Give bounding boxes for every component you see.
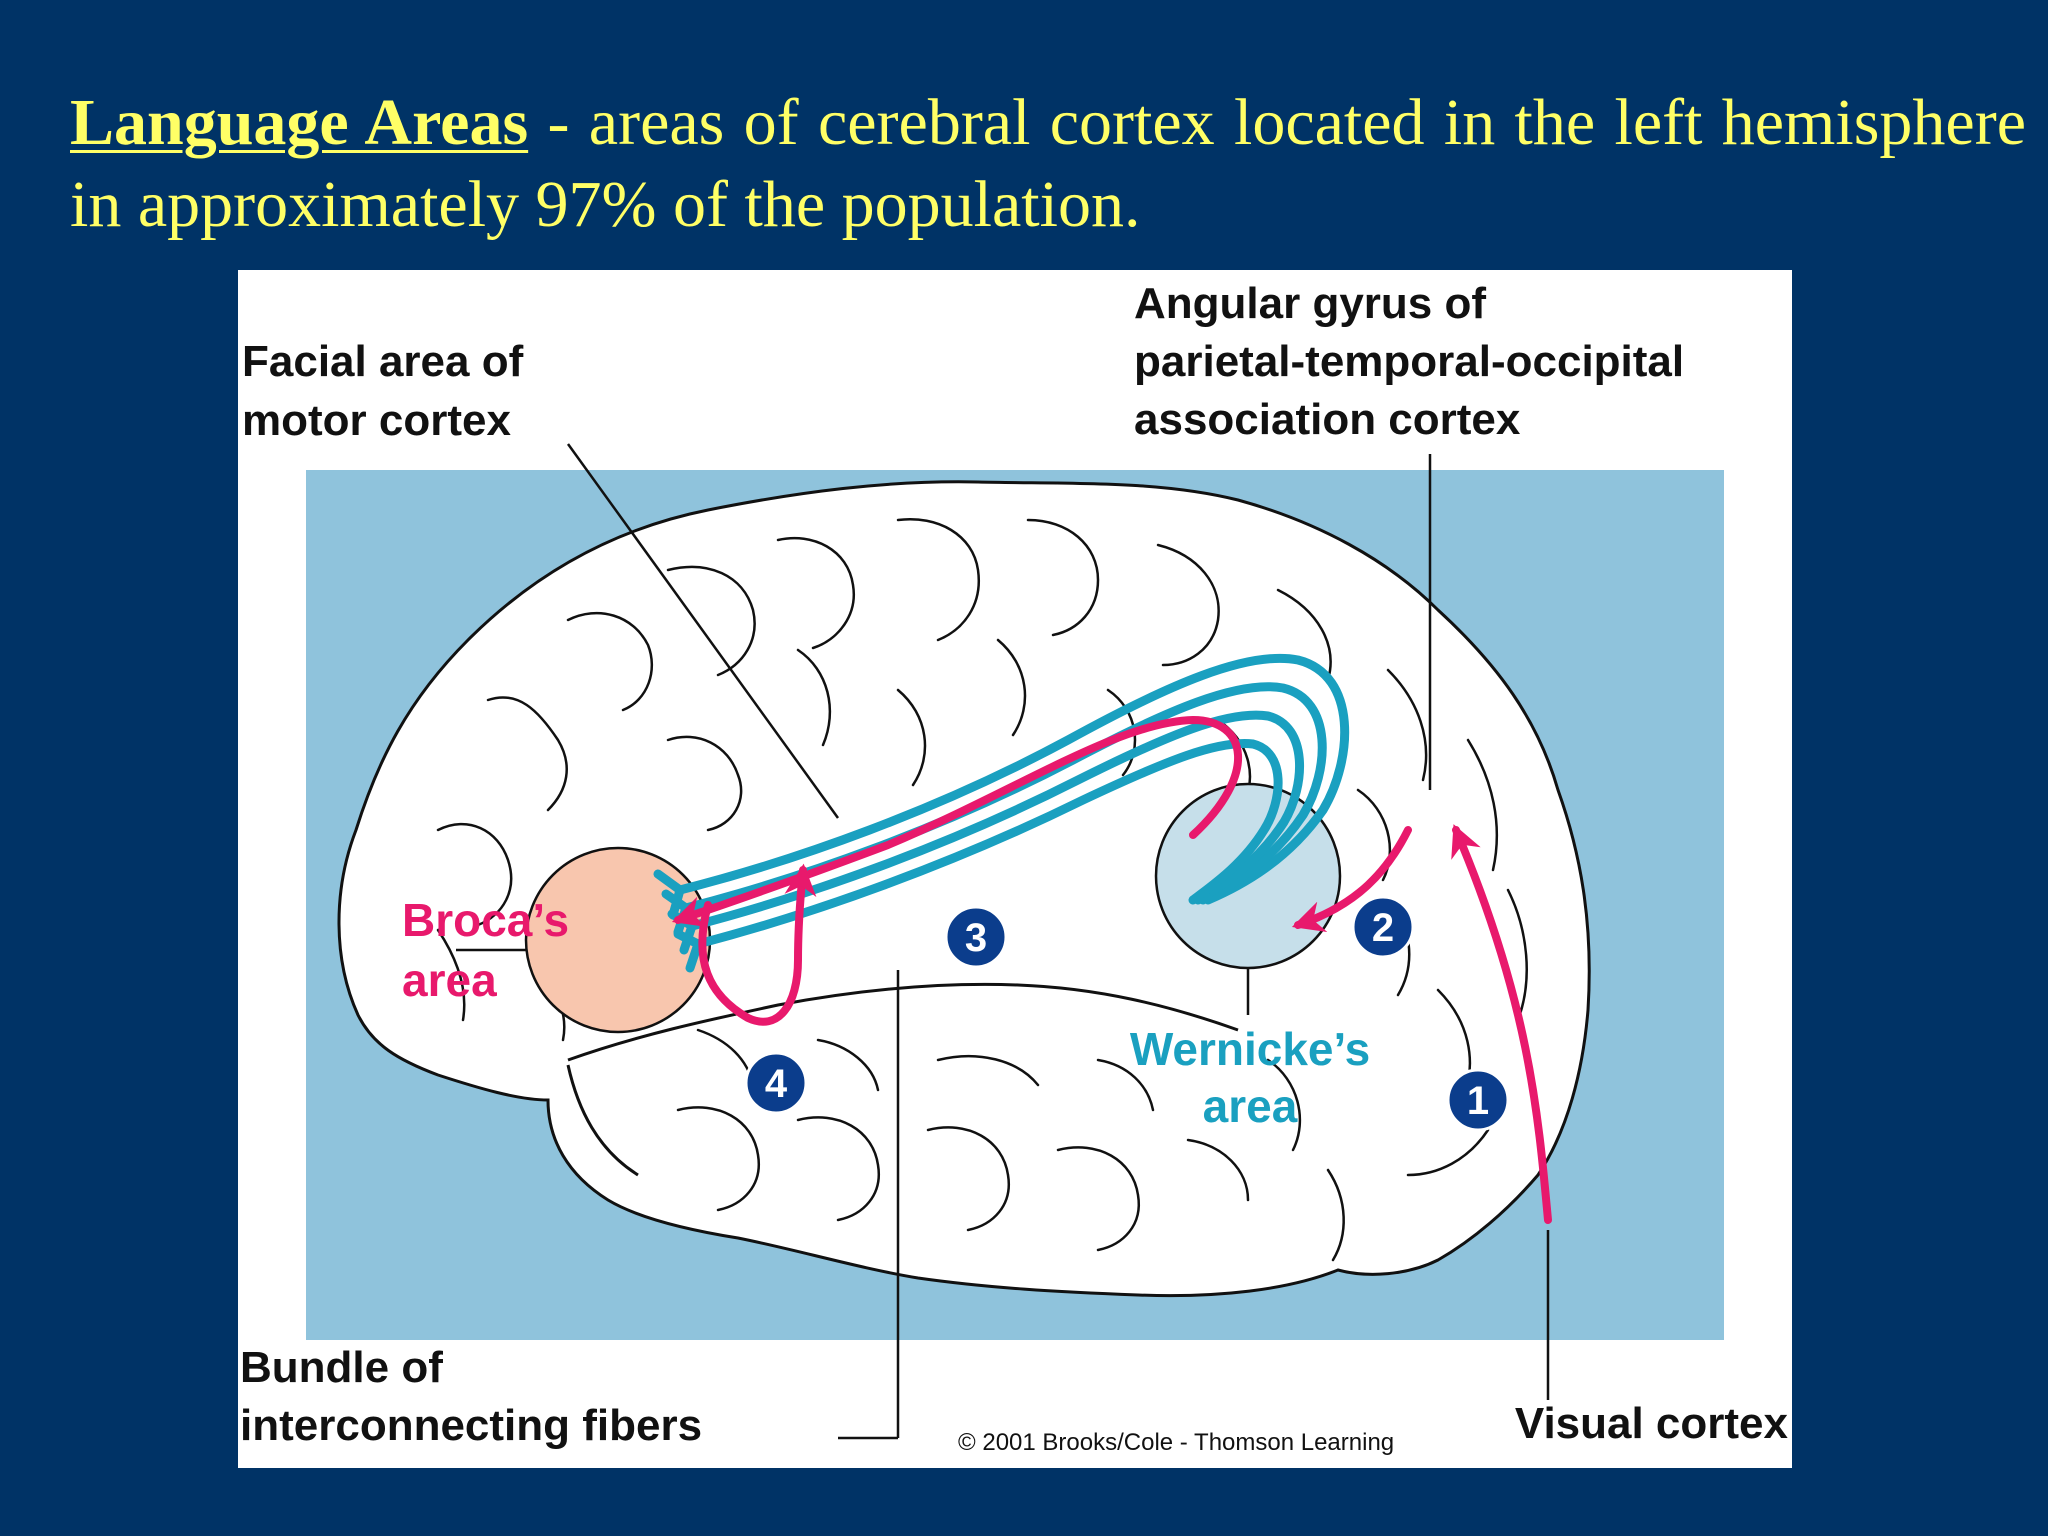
arrow-broca-to-motor <box>698 863 817 1026</box>
label-bundle-line1: Bundle of <box>240 1343 443 1392</box>
label-visual-cortex: Visual cortex <box>1515 1399 1789 1448</box>
slide-definition: areas of cerebral cortex located in the … <box>70 86 2026 241</box>
leader-lines <box>456 443 1550 1440</box>
language-areas-figure: 1 2 3 4 Facial area of motor cortex Angu… <box>238 270 1792 1468</box>
slide-text: Language Areas - areas of cerebral corte… <box>70 82 2026 246</box>
step-marker-4: 4 <box>744 1051 808 1115</box>
label-bundle-line2: interconnecting fibers <box>240 1401 702 1450</box>
label-angular-gyrus-line2: parietal-temporal-occipital <box>1134 337 1684 386</box>
arrow-visual-to-angular <box>1451 824 1552 1224</box>
label-facial-area-line2: motor cortex <box>242 396 511 445</box>
copyright-notice: © 2001 Brooks/Cole - Thomson Learning <box>958 1429 1394 1456</box>
step-marker-2-label: 2 <box>1372 906 1394 950</box>
lateral-sulcus <box>567 982 1239 1062</box>
step-marker-1: 1 <box>1446 1068 1510 1132</box>
label-angular-gyrus-line3: association cortex <box>1134 395 1521 444</box>
label-broca-line1: Broca’s <box>402 894 569 946</box>
slide-dash: - <box>547 86 570 159</box>
label-wernicke-line2: area <box>1203 1080 1298 1132</box>
step-marker-3-label: 3 <box>965 916 987 960</box>
arrow-angular-to-wernicke <box>1291 826 1412 933</box>
label-wernicke-line1: Wernicke’s <box>1130 1023 1370 1075</box>
language-pathway-arrows <box>671 715 1552 1224</box>
label-angular-gyrus-line1: Angular gyrus of <box>1134 279 1486 328</box>
step-marker-2: 2 <box>1351 895 1415 959</box>
slide-term: Language Areas <box>70 86 529 159</box>
temporal-lobe-lower-fold <box>566 1064 639 1177</box>
label-broca-line2: area <box>402 954 497 1006</box>
step-marker-1-label: 1 <box>1467 1079 1489 1123</box>
step-marker-3: 3 <box>944 905 1008 969</box>
step-marker-4-label: 4 <box>765 1062 788 1106</box>
brain-diagram: 1 2 3 4 Facial area of motor cortex Angu… <box>240 279 1789 1456</box>
label-facial-area-line1: Facial area of <box>242 337 524 386</box>
